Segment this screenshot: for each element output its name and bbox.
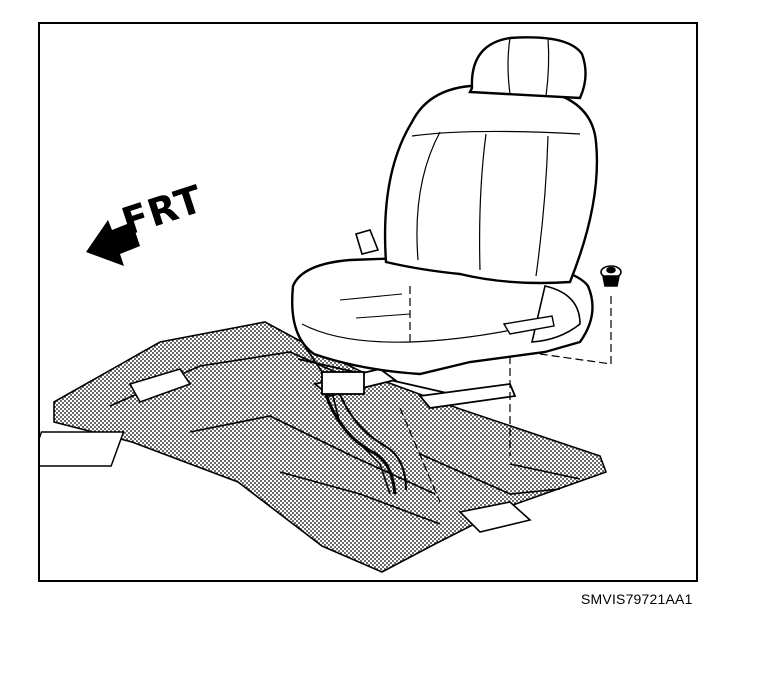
leader-lines: [399, 286, 612, 503]
seat-cushion: [291, 254, 594, 376]
front-direction-arrow-icon: [86, 220, 140, 266]
floor-pan: [40, 321, 608, 573]
bolt-icon: [600, 265, 622, 287]
seatback: [355, 36, 599, 285]
seat-rails: [297, 353, 529, 495]
illustration-frame: FRT: [38, 22, 698, 582]
figure-reference-code: SMVIS79721AA1: [581, 591, 693, 607]
seat-installation-diagram: [40, 36, 622, 573]
